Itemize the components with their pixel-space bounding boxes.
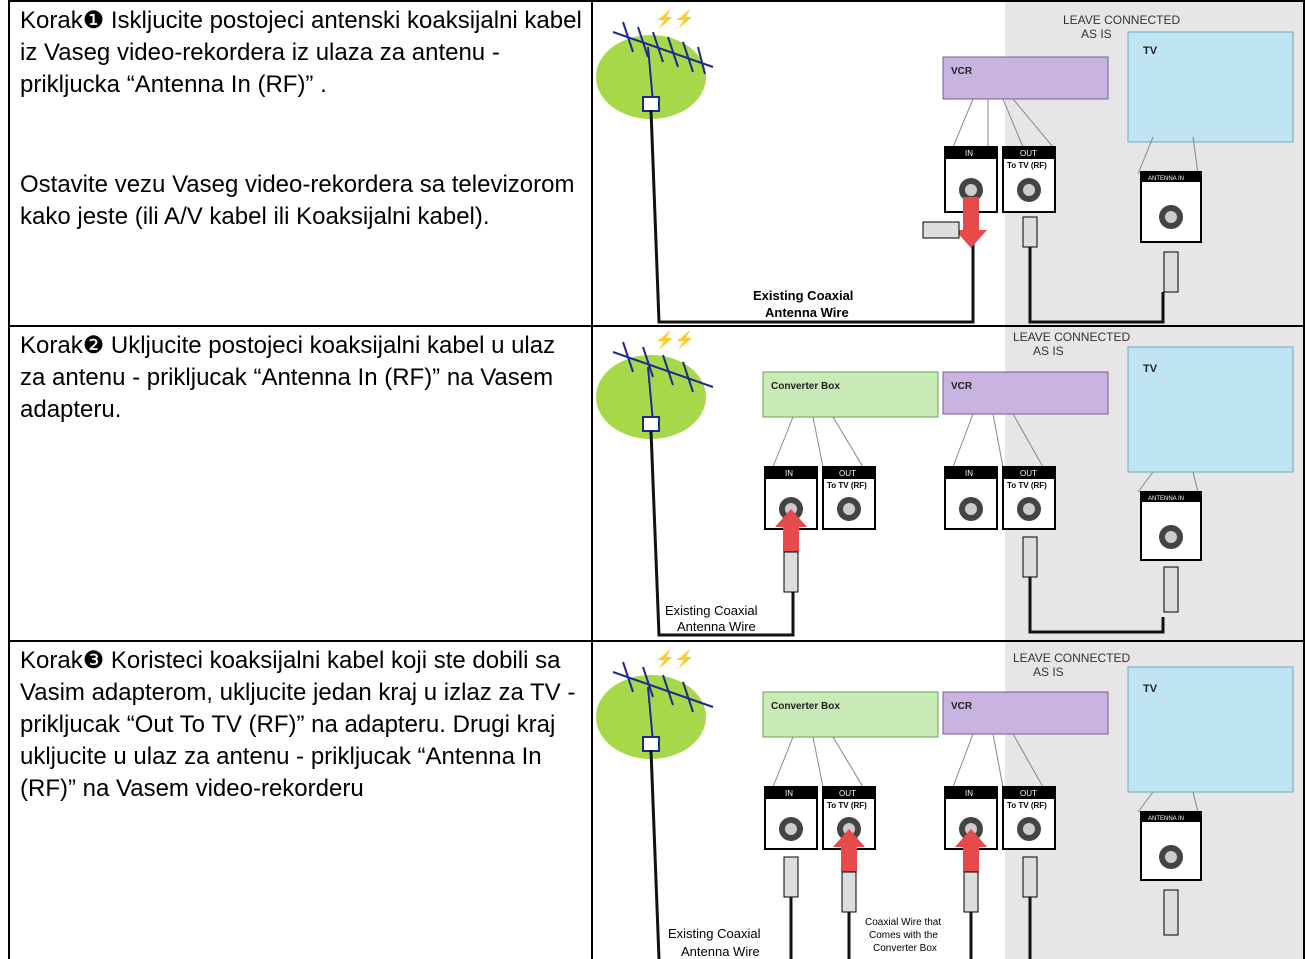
existing-coaxial-label: Existing Coaxial bbox=[753, 288, 853, 303]
step-1-instruction: Iskljucite postojeci antenski koaksijaln… bbox=[20, 7, 582, 98]
vcr-box bbox=[942, 691, 1109, 735]
leave-connected-label: LEAVE CONNECTED bbox=[1063, 13, 1180, 27]
svg-text:Existing Coaxial: Existing Coaxial bbox=[665, 603, 758, 618]
svg-text:AS IS: AS IS bbox=[1033, 665, 1064, 679]
tv-box bbox=[1127, 666, 1294, 793]
step-2-diagram: LEAVE CONNECTED AS IS ⚡⚡ Converter Box I… bbox=[593, 327, 1305, 640]
plug-in-arrow-icon bbox=[833, 829, 865, 872]
svg-text:IN: IN bbox=[785, 469, 793, 478]
svg-text:IN: IN bbox=[965, 789, 973, 798]
unplug-arrow-icon bbox=[955, 197, 987, 248]
svg-text:IN: IN bbox=[785, 789, 793, 798]
svg-text:TV: TV bbox=[1143, 683, 1158, 695]
svg-text:AS IS: AS IS bbox=[1033, 344, 1064, 358]
svg-text:To TV (RF): To TV (RF) bbox=[1007, 161, 1047, 170]
tv-box bbox=[1127, 346, 1294, 473]
converter-box-label: Converter Box bbox=[771, 381, 840, 392]
existing-cable bbox=[649, 430, 795, 637]
signal-icon: ⚡⚡ bbox=[655, 649, 695, 668]
svg-text:To TV (RF): To TV (RF) bbox=[827, 481, 867, 490]
step-2-text: Korak❷ Ukljucite postojeci koaksijalni k… bbox=[20, 330, 585, 426]
svg-text:ANTENNA IN: ANTENNA IN bbox=[1148, 496, 1184, 502]
antenna-icon bbox=[612, 661, 714, 752]
svg-text:OUT: OUT bbox=[1020, 789, 1037, 798]
new-coax-cable bbox=[847, 912, 973, 959]
signal-icon: ⚡⚡ bbox=[655, 330, 695, 349]
step-1-marker-icon: ❶ bbox=[82, 7, 105, 34]
tv-box bbox=[1127, 31, 1294, 143]
step-3-text: Korak❸ Koristeci koaksijalni kabel koji … bbox=[20, 645, 585, 805]
table-border-right bbox=[1303, 0, 1305, 959]
svg-text:ANTENNA IN: ANTENNA IN bbox=[1148, 816, 1184, 822]
row-divider-1 bbox=[8, 325, 1305, 327]
svg-text:Coaxial Wire that: Coaxial Wire that bbox=[865, 917, 941, 928]
step-3-marker-icon: ❸ bbox=[82, 647, 105, 674]
step-3-lead: Korak bbox=[20, 647, 83, 674]
svg-text:ANTENNA IN: ANTENNA IN bbox=[1148, 176, 1184, 182]
svg-text:VCR: VCR bbox=[951, 701, 973, 712]
plug-in-arrow-icon bbox=[775, 509, 807, 552]
step-2-marker-icon: ❷ bbox=[82, 332, 105, 359]
svg-text:IN: IN bbox=[965, 469, 973, 478]
row-divider-2 bbox=[8, 640, 1305, 642]
svg-text:Existing Coaxial: Existing Coaxial bbox=[668, 926, 761, 941]
step-1-text: Korak❶ Iskljucite postojeci antenski koa… bbox=[20, 5, 585, 233]
svg-text:Converter Box: Converter Box bbox=[771, 701, 840, 712]
tv-label: TV bbox=[1143, 45, 1158, 57]
svg-text:TV: TV bbox=[1143, 363, 1158, 375]
svg-text:Comes with the: Comes with the bbox=[869, 930, 938, 941]
svg-text:OUT: OUT bbox=[839, 789, 856, 798]
vcr-label: VCR bbox=[951, 66, 973, 77]
svg-text:To TV (RF): To TV (RF) bbox=[1007, 801, 1047, 810]
step-1-diagram: LEAVE CONNECTED AS IS ⚡⚡ Existing Coaxia… bbox=[593, 2, 1305, 325]
signal-icon: ⚡⚡ bbox=[655, 9, 695, 28]
step-2-lead: Korak bbox=[20, 332, 83, 359]
antenna-icon bbox=[612, 341, 714, 432]
table-border-top bbox=[8, 0, 1305, 2]
step-2-instruction: Ukljucite postojeci koaksijalni kabel u … bbox=[20, 332, 556, 423]
svg-text:LEAVE CONNECTED: LEAVE CONNECTED bbox=[1013, 330, 1130, 344]
svg-text:OUT: OUT bbox=[839, 469, 856, 478]
svg-text:Converter Box: Converter Box bbox=[873, 943, 937, 954]
table-border-left bbox=[8, 0, 10, 959]
step-1-lead: Korak bbox=[20, 7, 83, 34]
converter-box bbox=[762, 371, 939, 418]
vcr-box bbox=[942, 371, 1109, 415]
table-border-middle bbox=[591, 0, 593, 959]
step-3-instruction: Koristeci koaksijalni kabel koji ste dob… bbox=[20, 647, 576, 802]
svg-text:Antenna Wire: Antenna Wire bbox=[681, 944, 760, 959]
svg-text:To TV (RF): To TV (RF) bbox=[827, 801, 867, 810]
svg-text:OUT: OUT bbox=[1020, 149, 1037, 158]
svg-text:LEAVE CONNECTED: LEAVE CONNECTED bbox=[1013, 651, 1130, 665]
step-1-extra: Ostavite vezu Vaseg video-rekordera sa t… bbox=[20, 171, 575, 230]
step-3-diagram: LEAVE CONNECTED AS IS ⚡⚡ Converter Box I… bbox=[593, 642, 1305, 959]
svg-text:Antenna Wire: Antenna Wire bbox=[677, 619, 756, 634]
svg-text:To TV (RF): To TV (RF) bbox=[1007, 481, 1047, 490]
svg-text:OUT: OUT bbox=[1020, 469, 1037, 478]
as-is-label-text: AS IS bbox=[1081, 27, 1112, 41]
existing-cable bbox=[649, 749, 661, 959]
plug-in-arrow-icon bbox=[955, 829, 987, 872]
vcr-box bbox=[942, 56, 1109, 100]
converter-box bbox=[762, 691, 939, 738]
svg-text:VCR: VCR bbox=[951, 381, 973, 392]
existing-cable bbox=[649, 109, 975, 324]
antenna-wire-label: Antenna Wire bbox=[765, 305, 849, 320]
svg-text:IN: IN bbox=[965, 149, 973, 158]
unplugged-connector-icon bbox=[922, 221, 960, 239]
